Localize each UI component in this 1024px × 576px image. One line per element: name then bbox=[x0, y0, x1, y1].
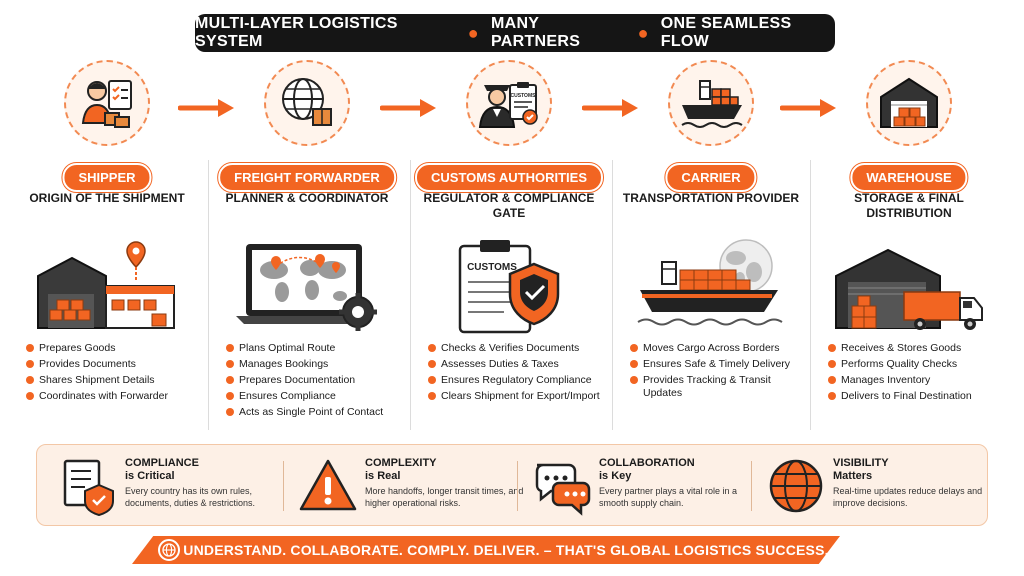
list-item: Checks & Verifies Documents bbox=[428, 342, 600, 355]
column-divider bbox=[208, 160, 209, 430]
stage-bullet-list: Checks & Verifies Documents Assesses Dut… bbox=[428, 342, 600, 406]
list-item: Provides Documents bbox=[26, 358, 198, 371]
list-item: Prepares Documentation bbox=[226, 374, 398, 387]
stage-customs-authorities: CUSTOMS CUSTOMS AUTHORITIES REGULATOR & … bbox=[414, 60, 604, 432]
stage-title: CUSTOMS AUTHORITIES bbox=[414, 163, 604, 192]
flow-arrow-icon bbox=[582, 99, 638, 117]
shipper-checklist-icon bbox=[64, 60, 150, 146]
list-item: Acts as Single Point of Contact bbox=[226, 406, 398, 419]
principle-title: COMPLEXITY bbox=[365, 457, 437, 469]
principle-title: COLLABORATION bbox=[599, 457, 695, 469]
warehouse-icon bbox=[866, 60, 952, 146]
stage-role: REGULATOR & COMPLIANCE GATE bbox=[423, 191, 595, 220]
stage-role: STORAGE & FINAL DISTRIBUTION bbox=[854, 191, 964, 220]
principle-title: COMPLIANCE bbox=[125, 457, 199, 469]
customs-clipboard-shield-illustration: CUSTOMS bbox=[434, 236, 584, 336]
principle-subtitle: Matters bbox=[833, 470, 873, 482]
slogan-banner: UNDERSTAND. COLLABORATE. COMPLY. DELIVER… bbox=[132, 536, 840, 564]
flow-arrow-icon bbox=[178, 99, 234, 117]
list-item: Ensures Compliance bbox=[226, 390, 398, 403]
list-item: Coordinates with Forwarder bbox=[26, 390, 198, 403]
principle-subtitle: is Critical bbox=[125, 470, 175, 482]
stage-title: CARRIER bbox=[665, 163, 757, 192]
list-item: Provides Tracking & Transit Updates bbox=[630, 374, 802, 400]
list-item: Ensures Safe & Timely Delivery bbox=[630, 358, 802, 371]
list-item: Clears Shipment for Export/Import bbox=[428, 390, 600, 403]
factory-with-pin-illustration bbox=[32, 236, 182, 336]
column-divider bbox=[810, 160, 811, 430]
list-item: Receives & Stores Goods bbox=[828, 342, 1000, 355]
cargo-ship-icon bbox=[668, 60, 754, 146]
list-item: Manages Bookings bbox=[226, 358, 398, 371]
stage-role: TRANSPORTATION PROVIDER bbox=[622, 191, 800, 205]
title-part-2: MANY PARTNERS bbox=[490, 15, 581, 50]
panel-divider bbox=[751, 461, 752, 511]
list-item: Ensures Regulatory Compliance bbox=[428, 374, 600, 387]
stage-carrier: CARRIER TRANSPORTATION PROVIDER Moves Ca… bbox=[616, 60, 806, 432]
principle-subtitle: is Key bbox=[599, 470, 632, 482]
slogan-text: UNDERSTAND. COLLABORATE. COMPLY. DELIVER… bbox=[183, 542, 829, 558]
laptop-world-map-illustration bbox=[232, 236, 382, 336]
warehouse-truck-illustration bbox=[834, 236, 984, 336]
stage-shipper: SHIPPER ORIGIN OF THE SHIPMENT Prepares … bbox=[12, 60, 202, 432]
stage-warehouse: WAREHOUSE STORAGE & FINAL DISTRIBUTION R… bbox=[814, 60, 1004, 432]
column-divider bbox=[410, 160, 411, 430]
container-ship-globe-illustration bbox=[636, 236, 786, 336]
principle-subtitle: is Real bbox=[365, 470, 401, 482]
globe-icon bbox=[769, 459, 823, 513]
stage-bullet-list: Moves Cargo Across Borders Ensures Safe … bbox=[630, 342, 802, 403]
warning-icon bbox=[299, 459, 357, 511]
list-item: Prepares Goods bbox=[26, 342, 198, 355]
panel-divider bbox=[517, 461, 518, 511]
title-part-3: ONE SEAMLESS FLOW bbox=[660, 15, 792, 50]
stage-title: WAREHOUSE bbox=[850, 163, 968, 192]
principle-text: Real-time updates reduce delays and impr… bbox=[833, 486, 983, 508]
list-item: Moves Cargo Across Borders bbox=[630, 342, 802, 355]
title-bar: MULTI-LAYER LOGISTICS SYSTEM ● MANY PART… bbox=[195, 14, 835, 52]
stage-role: PLANNER & COORDINATOR bbox=[225, 191, 389, 205]
flow-arrow-icon bbox=[780, 99, 836, 117]
stage-bullet-list: Plans Optimal Route Manages Bookings Pre… bbox=[226, 342, 398, 422]
stage-title: SHIPPER bbox=[62, 163, 152, 192]
principle-title: VISIBILITY bbox=[833, 457, 889, 469]
principle-text: More handoffs, longer transit times, and… bbox=[365, 486, 524, 508]
panel-divider bbox=[283, 461, 284, 511]
list-item: Performs Quality Checks bbox=[828, 358, 1000, 371]
list-item: Plans Optimal Route bbox=[226, 342, 398, 355]
customs-badge-text: CUSTOMS bbox=[511, 93, 537, 99]
document-shield-icon bbox=[63, 459, 114, 517]
list-item: Manages Inventory bbox=[828, 374, 1000, 387]
stage-role: ORIGIN OF THE SHIPMENT bbox=[29, 191, 185, 205]
stage-bullet-list: Receives & Stores Goods Performs Quality… bbox=[828, 342, 1000, 406]
title-separator-dot: ● bbox=[467, 22, 479, 43]
principle-text: Every partner plays a vital role in a sm… bbox=[599, 486, 738, 508]
globe-box-icon bbox=[264, 60, 350, 146]
list-item: Assesses Duties & Taxes bbox=[428, 358, 600, 371]
stage-bullet-list: Prepares Goods Provides Documents Shares… bbox=[26, 342, 198, 406]
list-item: Delivers to Final Destination bbox=[828, 390, 1000, 403]
title-part-1: MULTI-LAYER LOGISTICS SYSTEM bbox=[195, 15, 398, 50]
stage-freight-forwarder: FREIGHT FORWARDER PLANNER & COORDINATOR … bbox=[212, 60, 402, 432]
title-separator-dot: ● bbox=[637, 22, 649, 43]
chat-bubbles-icon bbox=[535, 463, 591, 516]
principle-text: Every country has its own rules, documen… bbox=[125, 486, 256, 508]
flow-arrow-icon bbox=[380, 99, 436, 117]
column-divider bbox=[612, 160, 613, 430]
customs-officer-icon: CUSTOMS bbox=[466, 60, 552, 146]
stage-title: FREIGHT FORWARDER bbox=[218, 163, 396, 192]
clipboard-label-text: CUSTOMS bbox=[467, 262, 517, 273]
list-item: Shares Shipment Details bbox=[26, 374, 198, 387]
banner-globe-icon bbox=[158, 539, 180, 561]
